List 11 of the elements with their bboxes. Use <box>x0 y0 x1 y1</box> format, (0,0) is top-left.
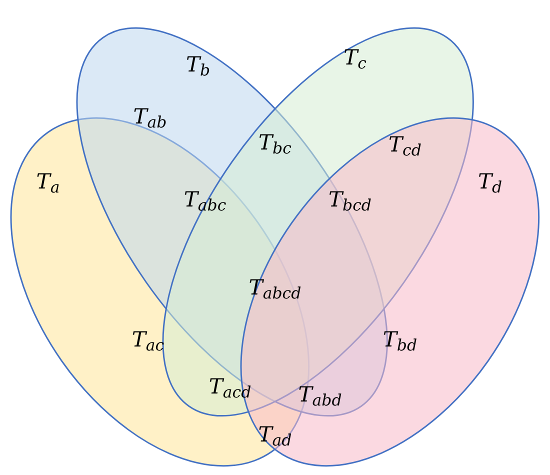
region-label: T$_{bc}$ <box>258 132 292 154</box>
region-label: T$_{bcd}$ <box>328 190 372 210</box>
region-label: T$_{ad}$ <box>258 424 292 446</box>
set-label: T$_{c}$ <box>344 48 366 68</box>
region-label: T$_{abd}$ <box>298 384 342 406</box>
set-label: T$_{b}$ <box>186 54 210 76</box>
set-label: T$_{d}$ <box>478 172 502 192</box>
region-label: T$_{cd}$ <box>388 134 422 156</box>
region-label: T$_{bd}$ <box>382 330 418 350</box>
set-label: T$_{a}$ <box>36 172 60 192</box>
region-label: T$_{ab}$ <box>133 106 167 128</box>
